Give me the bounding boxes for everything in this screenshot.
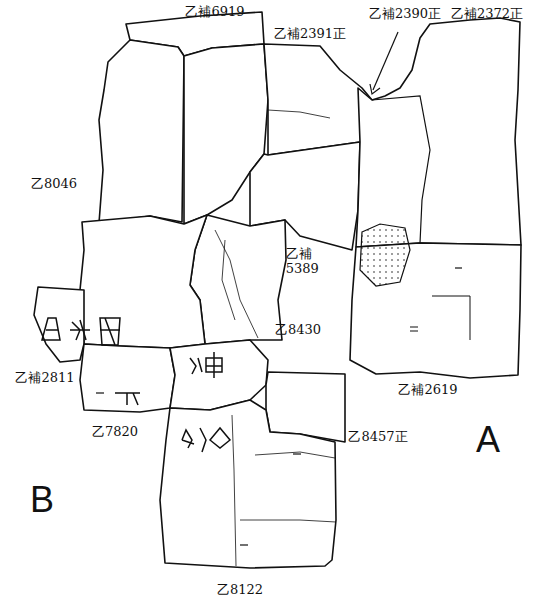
fragment-number: 乙補2391正 [274, 27, 346, 42]
fragment-8046 [99, 40, 184, 223]
fragment-5389 [190, 215, 286, 344]
fragment-2372 [356, 18, 521, 247]
join-line [372, 96, 430, 243]
fragment-number: 乙補2390正 [369, 7, 441, 22]
fragment-number: 乙補2619 [398, 383, 457, 398]
fragment-2391-right [264, 44, 372, 155]
fragment-number: 乙8457正 [348, 430, 407, 445]
fragment-8430 [170, 340, 268, 410]
fragment-number: 乙補2811 [15, 371, 74, 386]
fragment-2811 [80, 215, 207, 348]
fragment-number: 乙補 5389 [286, 247, 315, 277]
fragment-number: 乙8430 [275, 323, 321, 338]
fragment-number: 乙8122 [217, 583, 263, 598]
fragment-7820 [80, 344, 175, 412]
fragment-number: 乙補6919 [185, 5, 244, 20]
fragment-number: 乙8046 [31, 177, 77, 192]
group-letter: B [30, 479, 54, 520]
fragment-8457 [266, 372, 345, 442]
damaged-area [360, 224, 410, 286]
fragment-8122 [160, 400, 336, 568]
fragment-number: 乙補2372正 [451, 7, 523, 22]
fragment-number: 乙7820 [92, 425, 138, 440]
leader-arrow [373, 32, 398, 90]
fragment-2811-left [34, 287, 84, 362]
group-letter: A [476, 419, 500, 460]
